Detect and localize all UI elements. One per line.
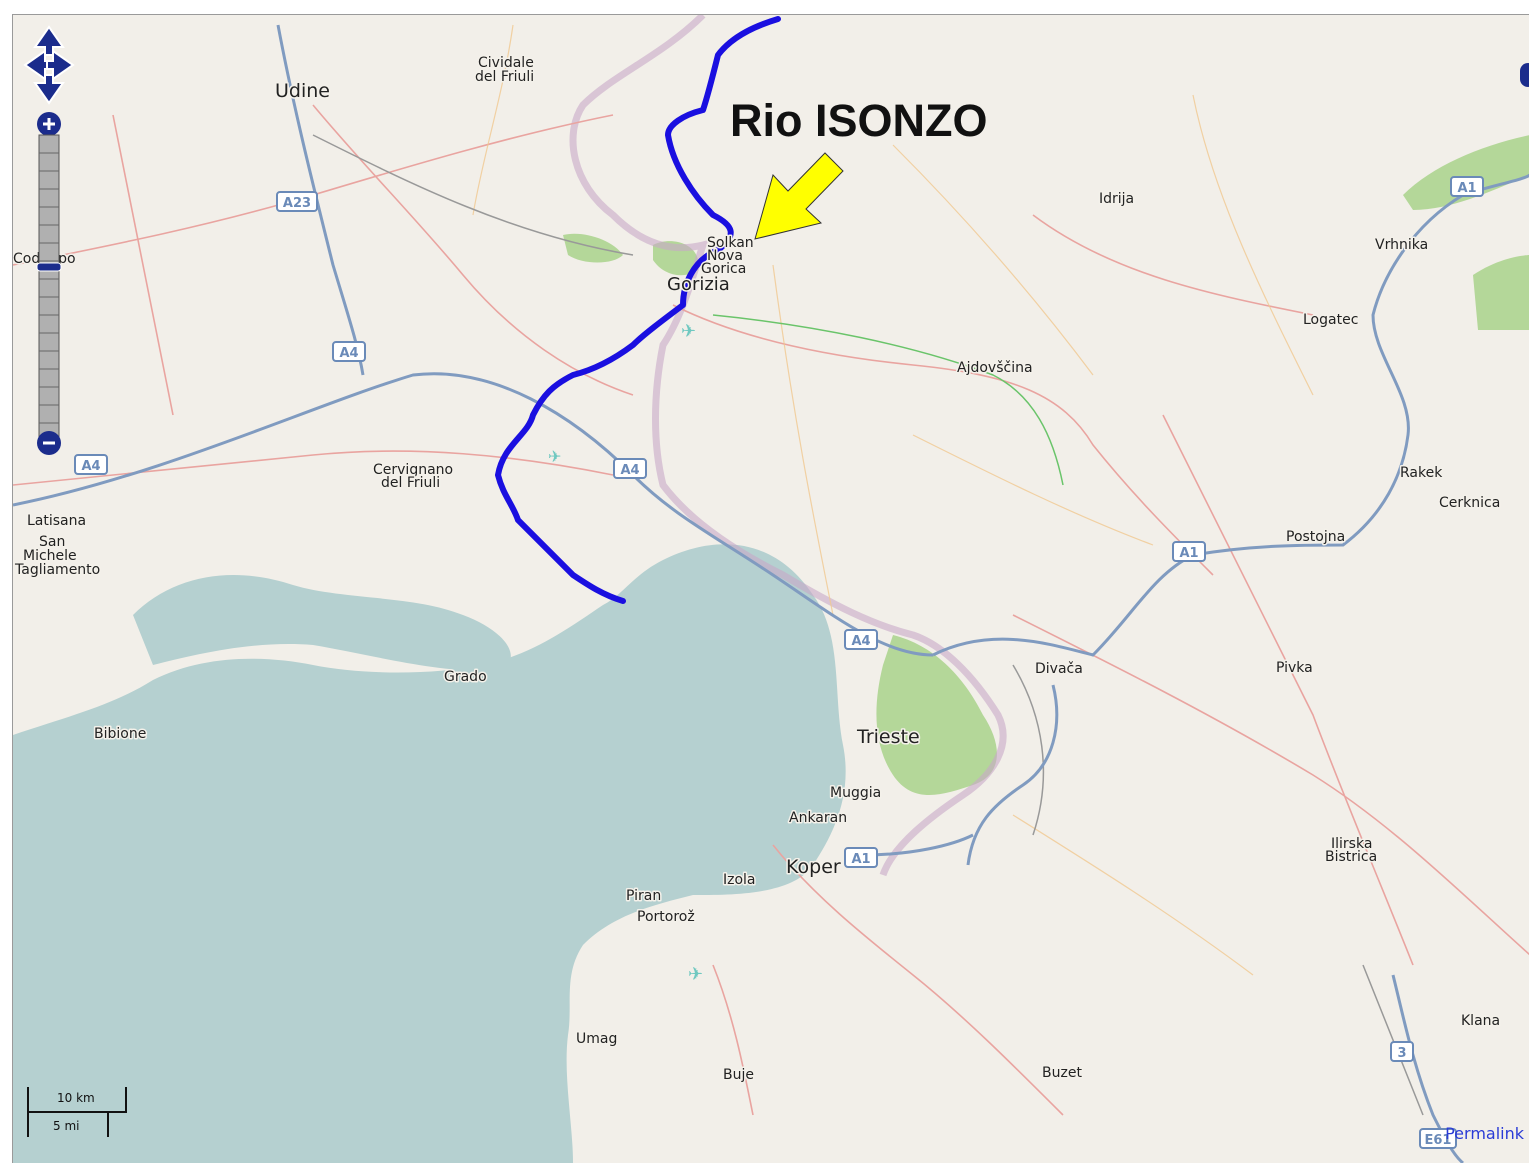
place-izola: Izola: [723, 872, 756, 888]
shield-a4-1: A4: [339, 346, 358, 361]
place-portoroz: Portorož: [637, 909, 695, 925]
park-east: [1473, 255, 1529, 330]
place-klana: Klana: [1461, 1013, 1500, 1029]
place-tagliamento: Tagliamento: [14, 562, 100, 578]
zoom-slider-track[interactable]: [38, 134, 60, 448]
place-pivka: Pivka: [1276, 660, 1313, 676]
river-isonzo: [495, 16, 781, 604]
pan-up-icon[interactable]: [33, 25, 65, 56]
shield-3: 3: [1397, 1046, 1406, 1061]
scale-bar-imperial: [27, 1113, 109, 1137]
place-cividale-2: del Friuli: [475, 69, 534, 85]
place-buzet: Buzet: [1042, 1065, 1082, 1081]
place-postojna: Postojna: [1286, 529, 1345, 545]
place-gorica: Gorica: [701, 261, 746, 277]
pan-down-icon[interactable]: [33, 74, 65, 105]
scale-bar: 10 km 5 mi: [27, 1087, 137, 1147]
place-koper: Koper: [786, 856, 841, 878]
place-trieste: Trieste: [856, 726, 920, 748]
place-ilirska: Ilirska: [1331, 836, 1372, 852]
place-san: San: [39, 534, 65, 550]
railways: [312, 134, 1424, 1116]
place-michele: Michele: [23, 548, 77, 564]
park-vrhnika: [1403, 135, 1529, 210]
place-divaca: Divača: [1035, 661, 1083, 677]
park-karst: [876, 635, 997, 795]
shield-a1-3: A1: [851, 852, 870, 867]
country-border: [569, 15, 1007, 877]
place-ajdovscina: Ajdovščina: [957, 360, 1033, 376]
zoom-out-icon[interactable]: [37, 431, 61, 455]
map-viewport[interactable]: A23 A4 A4 A4 A4 A1 A1 A1 3 E61 ✈ ✈ ✈ Udi…: [12, 14, 1529, 1163]
pan-control[interactable]: [23, 25, 75, 105]
place-muggia: Muggia: [830, 785, 881, 801]
place-cervignano: Cervignano: [373, 462, 453, 478]
airport-icon: ✈: [548, 447, 561, 466]
shield-a4-2: A4: [81, 459, 100, 474]
shield-a23: A23: [283, 196, 311, 211]
motorways: [13, 24, 1529, 1163]
place-cervignano-2: del Friuli: [381, 475, 440, 491]
shield-a1-1: A1: [1179, 546, 1198, 561]
zoom-slider-handle[interactable]: [36, 262, 62, 272]
shield-a1-2: A1: [1457, 181, 1476, 196]
place-ankaran: Ankaran: [789, 810, 847, 826]
place-cerknica: Cerknica: [1439, 495, 1500, 511]
shield-e61: E61: [1425, 1133, 1452, 1148]
place-piran: Piran: [626, 888, 661, 904]
place-vrhnika: Vrhnika: [1375, 237, 1428, 253]
place-solkan: Solkan: [707, 235, 754, 251]
place-gorizia: Gorizia: [667, 274, 730, 295]
secondary-roads: [472, 24, 1314, 976]
place-bibione: Bibione: [94, 726, 146, 742]
map-navigation-control[interactable]: [23, 25, 83, 465]
layer-switcher-button[interactable]: [1520, 63, 1529, 87]
place-rakek: Rakek: [1400, 465, 1443, 481]
place-labels: Udine Cividale del Friuli Codroipo Solka…: [13, 54, 1502, 1085]
zoom-slider-ticks: [39, 152, 59, 424]
place-nova: Nova: [707, 248, 743, 264]
scale-imperial-label: 5 mi: [53, 1119, 80, 1133]
place-latisana: Latisana: [27, 513, 86, 529]
sea-area: [13, 544, 846, 1163]
shield-a4-4: A4: [851, 634, 870, 649]
shield-a4-3: A4: [620, 463, 639, 478]
map-canvas[interactable]: A23 A4 A4 A4 A4 A1 A1 A1 3 E61 ✈ ✈ ✈ Udi…: [13, 15, 1529, 1163]
zoom-in-icon[interactable]: [37, 112, 61, 136]
place-buje: Buje: [723, 1067, 754, 1083]
airport-icon: ✈: [688, 964, 703, 985]
place-umag: Umag: [576, 1031, 617, 1047]
scale-bar-metric: [27, 1087, 127, 1113]
place-bistrica: Bistrica: [1325, 849, 1377, 865]
scale-metric-label: 10 km: [57, 1091, 95, 1105]
river-annotation-label: Rio ISONZO: [730, 95, 988, 146]
place-grado: Grado: [444, 669, 487, 685]
lagoon-area: [133, 575, 511, 671]
place-idrija: Idrija: [1099, 191, 1134, 207]
place-udine: Udine: [275, 80, 330, 102]
road-shields: [74, 176, 1484, 1149]
airport-icon: ✈: [681, 321, 696, 342]
place-logatec: Logatec: [1303, 312, 1358, 328]
arrow-pointer: [754, 152, 844, 240]
place-cividale: Cividale: [478, 55, 534, 71]
green-line: [712, 314, 1064, 486]
permalink-link[interactable]: Permalink: [1445, 1124, 1524, 1143]
